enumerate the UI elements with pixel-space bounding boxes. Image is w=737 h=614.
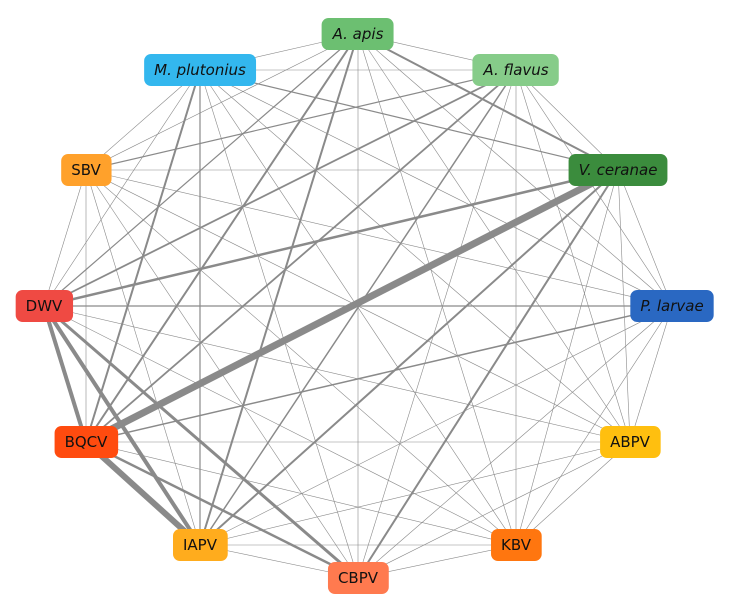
node-box-aflavus bbox=[472, 54, 559, 86]
node-label-aflavus: A. flavus bbox=[482, 61, 548, 79]
edge-abpv-cbpv bbox=[357, 441, 631, 579]
edge-sbv-mplut bbox=[85, 69, 201, 171]
edge-aapis-sbv bbox=[85, 33, 359, 171]
node-box-kbv bbox=[491, 529, 542, 561]
edge-aflavus-plar bbox=[515, 69, 673, 307]
edge-aflavus-cbpv bbox=[357, 69, 517, 579]
edge-iapv-aflavus bbox=[199, 69, 517, 546]
edge-aflavus-bqcv bbox=[85, 69, 517, 443]
node-box-mplut bbox=[144, 54, 257, 86]
edge-dwv-sbv bbox=[43, 169, 87, 307]
node-box-plar bbox=[630, 290, 714, 322]
edge-iapv-aapis bbox=[199, 33, 359, 546]
node-mplut: M. plutonius bbox=[144, 54, 257, 86]
edge-bqcv-aapis bbox=[85, 33, 359, 443]
node-box-aapis bbox=[321, 18, 394, 50]
node-label-abpv: ABPV bbox=[610, 433, 651, 451]
edge-bqcv-plar bbox=[85, 305, 673, 443]
node-label-plar: P. larvae bbox=[640, 297, 703, 315]
node-bqcv: BQCV bbox=[54, 426, 119, 458]
edge-aflavus-abpv bbox=[515, 69, 631, 443]
edge-mplut-vcer bbox=[199, 69, 619, 171]
node-label-aapis: A. apis bbox=[332, 25, 384, 43]
edge-layer bbox=[42, 33, 673, 580]
edge-dwv-iapv bbox=[42, 304, 202, 547]
edge-dwv-aapis bbox=[43, 33, 359, 307]
node-label-dwv: DWV bbox=[26, 297, 63, 315]
node-label-kbv: KBV bbox=[501, 536, 532, 554]
node-abpv: ABPV bbox=[600, 426, 661, 458]
edge-sbv-aflavus bbox=[85, 69, 517, 171]
node-label-cbpv: CBPV bbox=[338, 569, 379, 587]
edge-dwv-cbpv bbox=[43, 304, 359, 580]
node-label-sbv: SBV bbox=[71, 161, 101, 179]
edge-iapv-vcer bbox=[199, 169, 619, 546]
edge-dwv-vcer bbox=[43, 168, 619, 308]
edge-dwv-mplut bbox=[43, 69, 201, 307]
node-label-mplut: M. plutonius bbox=[154, 61, 246, 79]
node-label-iapv: IAPV bbox=[183, 536, 218, 554]
edge-dwv-bqcv bbox=[42, 305, 88, 443]
edge-aflavus-vcer bbox=[515, 69, 619, 171]
edge-aapis-kbv bbox=[357, 33, 517, 546]
node-box-abpv bbox=[600, 426, 661, 458]
edge-plar-abpv bbox=[629, 305, 673, 443]
edge-abpv-mplut bbox=[199, 69, 631, 443]
edge-plar-sbv bbox=[85, 169, 673, 307]
node-dwv: DWV bbox=[15, 290, 74, 322]
node-aapis: A. apis bbox=[321, 18, 394, 50]
edge-aapis-vcer bbox=[357, 33, 619, 171]
edge-plar-kbv bbox=[515, 305, 673, 546]
edge-kbv-sbv bbox=[85, 169, 517, 546]
node-vcer: V. ceranae bbox=[568, 154, 668, 186]
edge-dwv-aflavus bbox=[43, 69, 517, 307]
edge-plar-mplut bbox=[199, 69, 673, 307]
node-box-cbpv bbox=[327, 562, 389, 594]
edge-plar-iapv bbox=[199, 305, 673, 546]
node-aflavus: A. flavus bbox=[472, 54, 559, 86]
edge-aapis-abpv bbox=[357, 33, 631, 443]
edge-kbv-bqcv bbox=[85, 441, 517, 546]
edge-bqcv-cbpv bbox=[85, 440, 359, 580]
edge-abpv-iapv bbox=[199, 441, 631, 546]
node-box-sbv bbox=[61, 154, 112, 186]
edge-bqcv-iapv bbox=[83, 439, 203, 548]
node-box-vcer bbox=[568, 154, 668, 186]
node-cbpv: CBPV bbox=[327, 562, 389, 594]
node-iapv: IAPV bbox=[173, 529, 228, 561]
node-label-vcer: V. ceranae bbox=[579, 161, 658, 179]
edge-abpv-kbv bbox=[515, 441, 631, 546]
node-sbv: SBV bbox=[61, 154, 112, 186]
edge-cbpv-vcer bbox=[357, 169, 619, 579]
node-label-bqcv: BQCV bbox=[65, 433, 109, 451]
edge-cbpv-mplut bbox=[199, 69, 359, 579]
node-box-iapv bbox=[173, 529, 228, 561]
edge-vcer-plar bbox=[617, 169, 673, 307]
node-box-dwv bbox=[15, 290, 74, 322]
edge-vcer-kbv bbox=[515, 169, 619, 546]
node-plar: P. larvae bbox=[630, 290, 714, 322]
edge-abpv-dwv bbox=[43, 305, 631, 443]
node-kbv: KBV bbox=[491, 529, 542, 561]
node-box-bqcv bbox=[54, 426, 119, 458]
